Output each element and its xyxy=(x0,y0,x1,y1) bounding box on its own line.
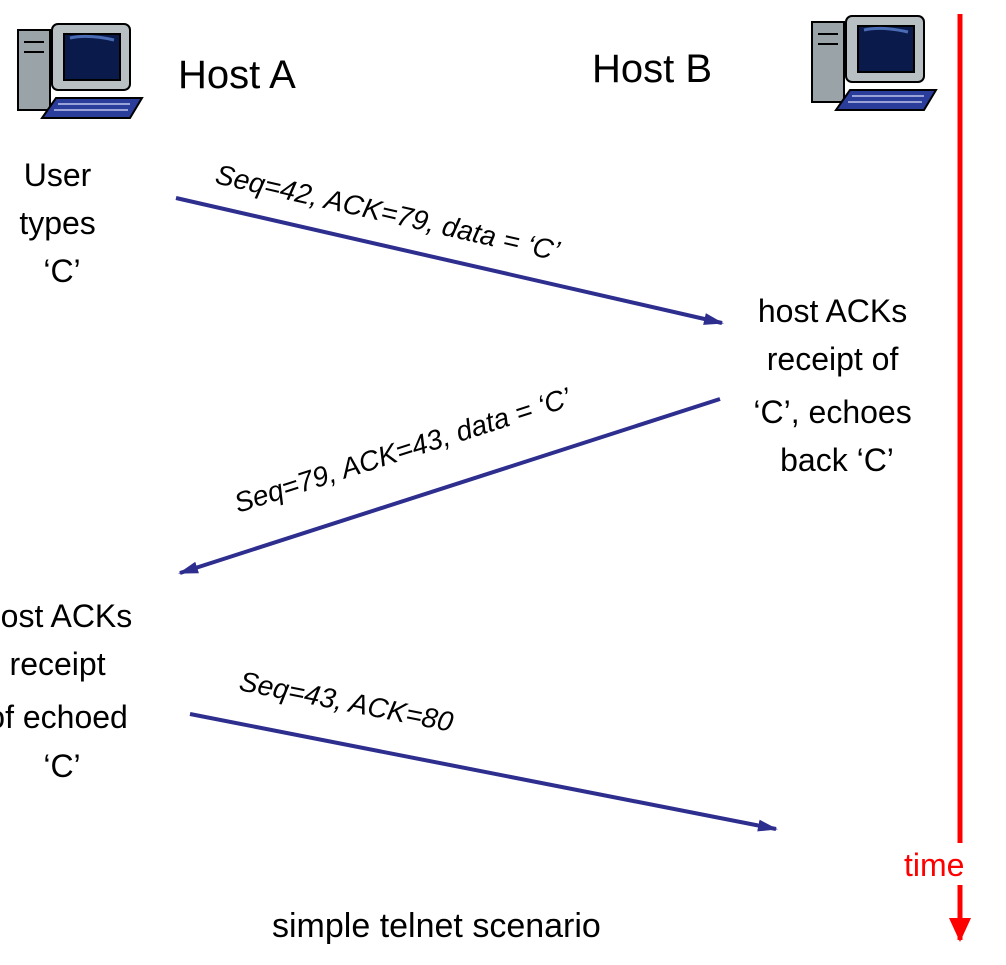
note-host-b-acks: host ACKs receipt of ‘C’, echoes back ‘C… xyxy=(753,293,920,478)
computer-icon xyxy=(17,23,144,119)
note-line: back ‘C’ xyxy=(780,442,894,478)
message-label-2: Seq=79, ACK=43, data = ‘C’ xyxy=(230,381,575,518)
note-line: receipt of xyxy=(767,341,899,377)
host-b-label: Host B xyxy=(592,47,712,91)
computer-icon xyxy=(811,15,938,111)
note-line: ‘C’ xyxy=(43,253,80,289)
note-line: receipt xyxy=(10,646,106,682)
message-arrow-2 xyxy=(178,397,721,575)
time-label: time xyxy=(904,847,964,883)
note-line: ‘C’ xyxy=(43,748,80,784)
note-line: User xyxy=(24,157,92,193)
note-line: types xyxy=(19,205,95,241)
note-line: host ACKs xyxy=(0,598,132,634)
message-label-1: Seq=42, ACK=79, data = ‘C’ xyxy=(213,159,563,267)
note-line: host ACKs xyxy=(758,293,907,329)
note-line: of echoed xyxy=(0,699,128,735)
note-line: ‘C’, echoes xyxy=(753,394,911,430)
message-arrow-3 xyxy=(189,712,778,832)
message-arrow-1 xyxy=(175,196,724,325)
host-a-label: Host A xyxy=(178,53,296,97)
message-label-3: Seq=43, ACK=80 xyxy=(237,665,456,737)
note-user-types: User types ‘C’ xyxy=(19,157,104,289)
note-host-a-acks: host ACKs receipt of echoed ‘C’ xyxy=(0,598,141,784)
diagram-caption: simple telnet scenario xyxy=(272,907,601,945)
